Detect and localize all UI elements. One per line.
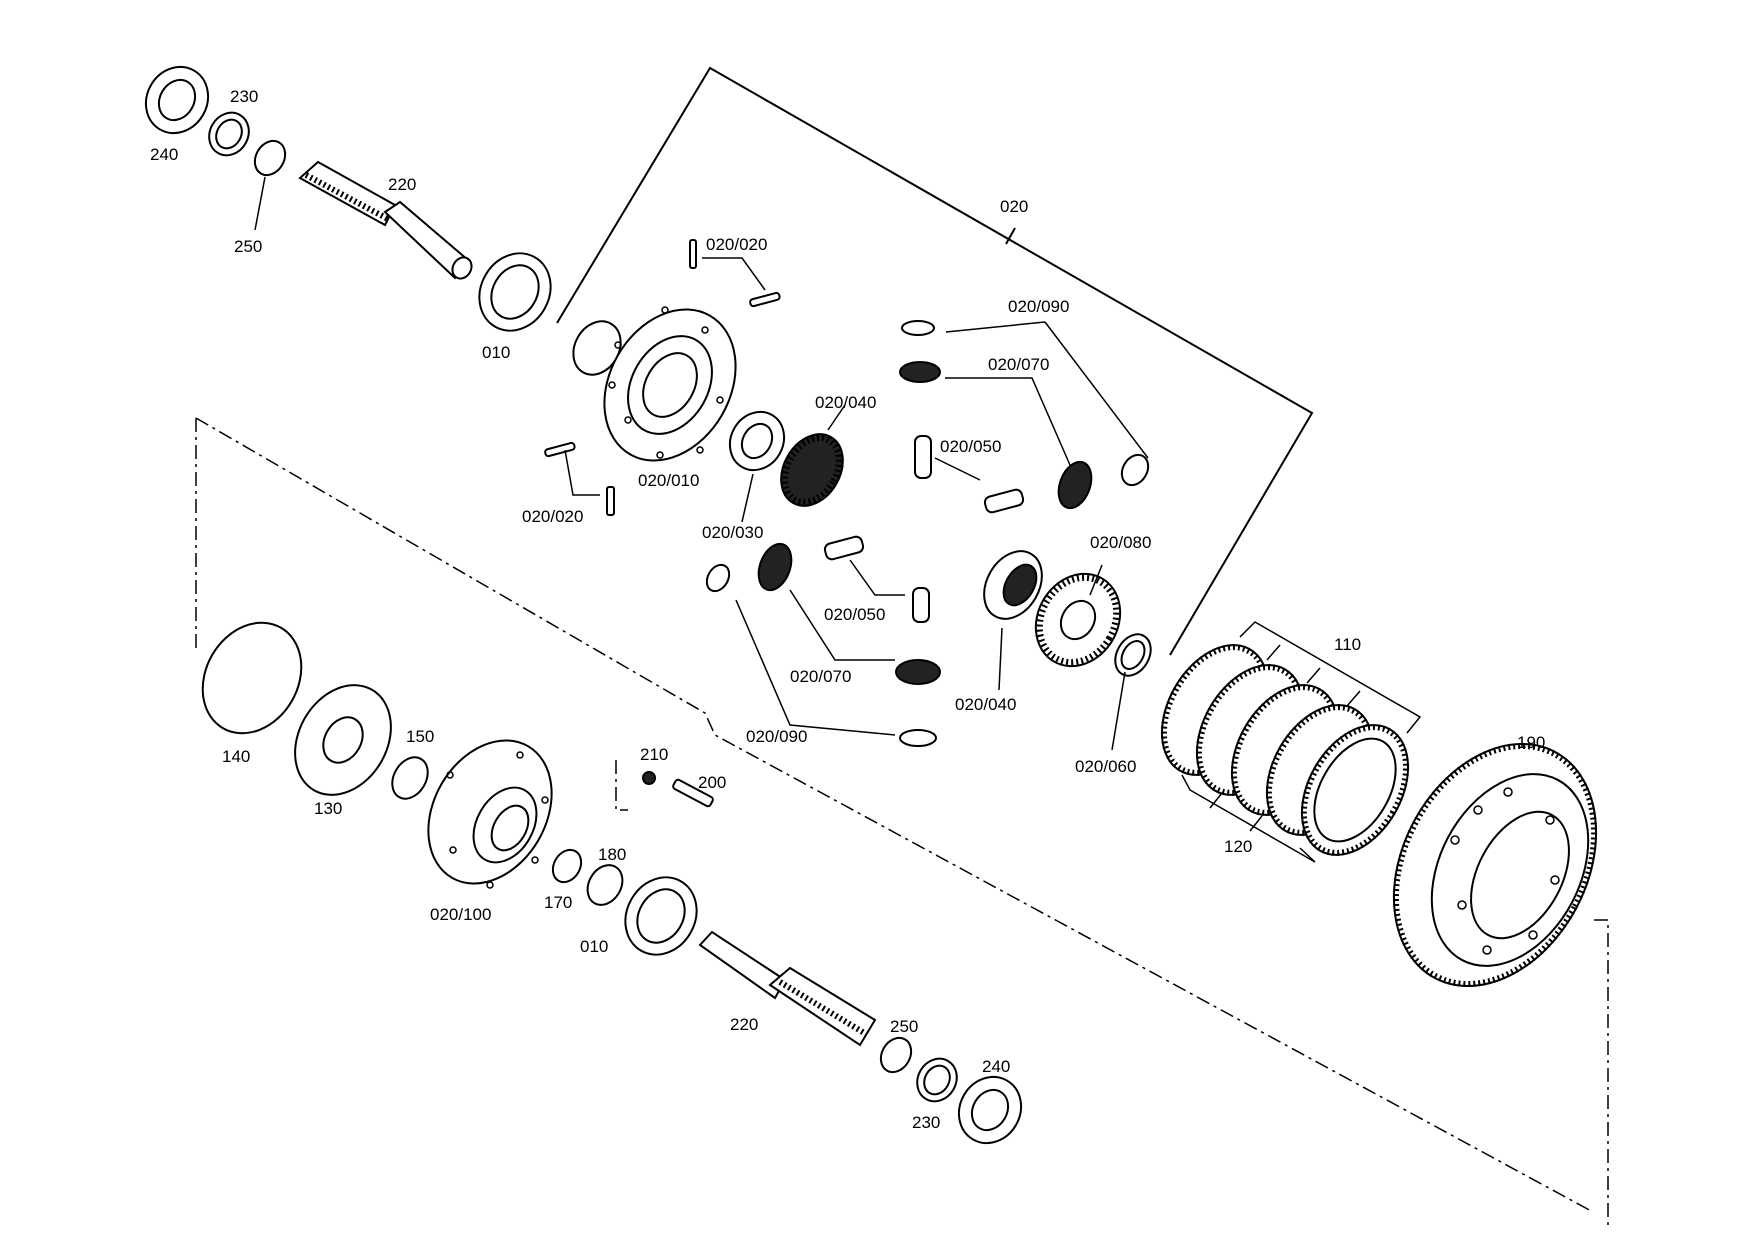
bearing-010-upper xyxy=(478,252,552,332)
ball-210 xyxy=(642,771,656,785)
label-210: 210 xyxy=(640,745,668,764)
label-140: 140 xyxy=(222,747,250,766)
label-020-060: 020/060 xyxy=(1075,757,1136,776)
housing-020-100 xyxy=(427,739,553,889)
label-010-lower: 010 xyxy=(580,937,608,956)
label-020-040-lower: 020/040 xyxy=(955,695,1016,714)
disc-110-bracket xyxy=(1239,621,1422,734)
label-240-lower: 240 xyxy=(982,1057,1010,1076)
label-110: 110 xyxy=(1334,635,1361,654)
snap-ring-250-upper xyxy=(253,139,287,177)
group-020-bracket xyxy=(556,66,1314,656)
ring-230-lower xyxy=(916,1057,958,1103)
ring-150 xyxy=(391,756,429,800)
thrust-washer-020-030 xyxy=(728,410,786,472)
disc-120-bracket xyxy=(1181,774,1316,863)
assembly-axis-line xyxy=(195,417,1609,1228)
label-010-upper: 010 xyxy=(482,343,510,362)
label-250-upper: 250 xyxy=(234,237,262,256)
label-150: 150 xyxy=(406,727,434,746)
label-170: 170 xyxy=(544,893,572,912)
label-200: 200 xyxy=(698,773,726,792)
washer-020-060 xyxy=(1114,633,1152,677)
bolt-200 xyxy=(672,778,714,808)
label-020-020-lower: 020/020 xyxy=(522,507,583,526)
disc-130 xyxy=(294,684,392,796)
pins-020-050 xyxy=(823,435,1025,623)
pins-020-020 xyxy=(544,239,781,516)
shaft-220-upper xyxy=(298,160,473,280)
label-020-070-upper: 020/070 xyxy=(988,355,1049,374)
label-220-upper: 220 xyxy=(388,175,416,194)
label-020-100: 020/100 xyxy=(430,905,491,924)
label-020-090-upper: 020/090 xyxy=(1008,297,1069,316)
washer-020-090-lower xyxy=(705,563,937,747)
leader-lines xyxy=(254,176,1149,751)
bevel-gear-020-070-upper xyxy=(899,361,1093,510)
label-230-lower: 230 xyxy=(912,1113,940,1132)
ring-170 xyxy=(551,848,583,884)
gear-020-040-lower xyxy=(983,550,1043,620)
gear-020-070-lower xyxy=(757,542,941,685)
snap-ring-250-lower xyxy=(879,1036,913,1074)
label-130: 130 xyxy=(314,799,342,818)
ring-180 xyxy=(586,864,624,906)
label-020-040-upper: 020/040 xyxy=(815,393,876,412)
shaft-220-lower xyxy=(698,930,877,1047)
seal-240-upper xyxy=(144,65,210,135)
housing-020-010 xyxy=(572,306,737,462)
label-020-090-lower: 020/090 xyxy=(746,727,807,746)
o-ring-140 xyxy=(201,621,303,735)
label-020-050-upper: 020/050 xyxy=(940,437,1001,456)
washer-020-090-upper xyxy=(901,320,1150,487)
label-020-030: 020/030 xyxy=(702,523,763,542)
label-120: 120 xyxy=(1224,837,1252,856)
label-020-070-lower: 020/070 xyxy=(790,667,851,686)
label-020-020-upper: 020/020 xyxy=(706,235,767,254)
ring-gear-190 xyxy=(1392,742,1598,988)
gear-020-040-upper xyxy=(780,433,844,507)
label-240-upper: 240 xyxy=(150,145,178,164)
label-250-lower: 250 xyxy=(890,1017,918,1036)
discs-110-120 xyxy=(1160,644,1410,856)
label-230-upper: 230 xyxy=(230,87,258,106)
label-020: 020 xyxy=(1000,197,1028,216)
label-020-010: 020/010 xyxy=(638,471,699,490)
label-190: 190 xyxy=(1517,733,1545,752)
seal-240-lower xyxy=(957,1075,1023,1145)
label-180: 180 xyxy=(598,845,626,864)
bearing-010-lower xyxy=(624,876,698,956)
ring-230-upper xyxy=(208,111,250,157)
label-020-050-lower: 020/050 xyxy=(824,605,885,624)
label-220-lower: 220 xyxy=(730,1015,758,1034)
labels: 240 230 250 220 010 020 020/020 020/020 … xyxy=(150,87,1545,1132)
label-020-080: 020/080 xyxy=(1090,533,1151,552)
gear-020-080 xyxy=(1034,572,1122,668)
